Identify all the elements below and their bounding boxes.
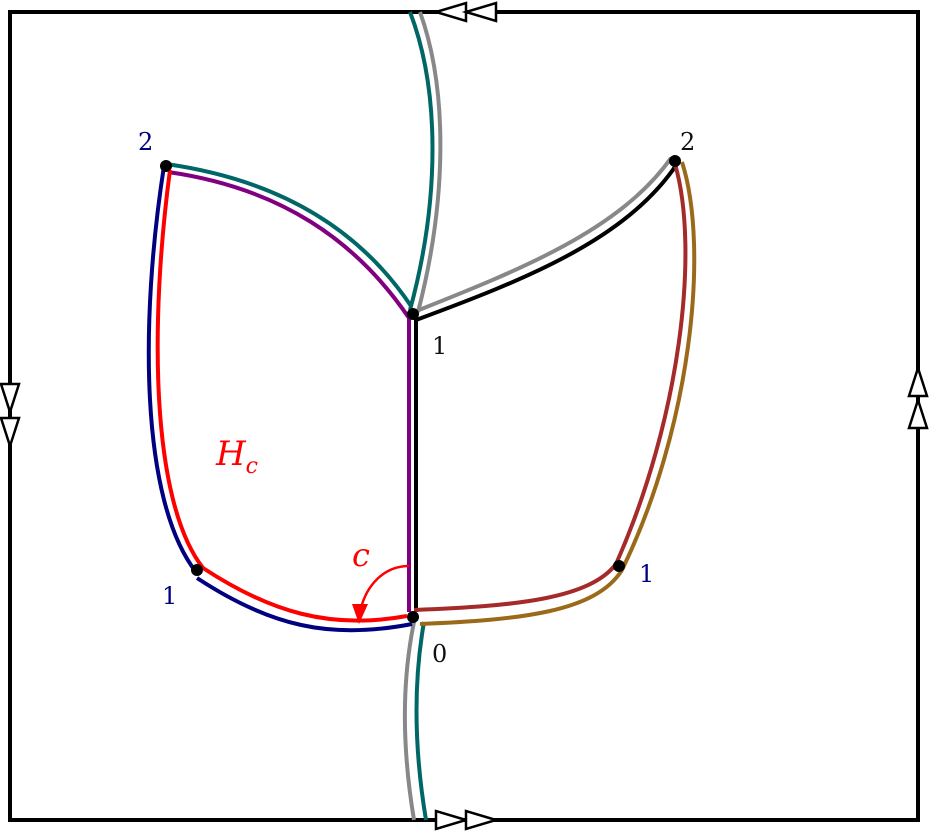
label-right-bottom-vertex: 1 (639, 560, 654, 588)
right-side-edge-gold (620, 161, 697, 571)
label-left-bottom-vertex: 1 (162, 582, 177, 610)
right-bottom-edge-brown (413, 562, 618, 612)
vertex-right-bottom (613, 560, 625, 572)
vertex-center-top (407, 308, 419, 320)
vertex-right-top (669, 155, 681, 167)
vertex-left-top (160, 160, 172, 172)
right-top-edge-black (415, 162, 679, 322)
left-top-edge-purple (167, 170, 411, 320)
region-label-subscript: c (246, 454, 258, 479)
label-right-top-vertex: 2 (680, 128, 695, 156)
region-label: Hc (215, 434, 258, 479)
left-side-edge-red (155, 169, 205, 570)
right-top-edge-gray (413, 156, 673, 314)
region-label-main: H (215, 434, 247, 474)
upper-stem-gray (416, 11, 443, 313)
label-center-top-vertex: 1 (432, 332, 447, 360)
right-bottom-edge-gold (419, 568, 624, 626)
left-side-edge-navy (146, 165, 198, 574)
bottom-edge-arrows (434, 809, 501, 831)
left-bottom-edge-navy (195, 576, 413, 633)
left-top-edge-teal (165, 162, 413, 308)
right-side-edge-brown (614, 163, 688, 565)
lower-stem-gray (402, 621, 416, 821)
curve-c-arrowhead (352, 604, 368, 624)
top-edge-arrows (431, 1, 498, 23)
upper-stem-teal (408, 11, 435, 311)
lower-stem-teal (414, 621, 428, 821)
left-edge-arrows (0, 382, 21, 451)
vertex-left-bottom (191, 564, 203, 576)
right-edge-arrows (907, 363, 929, 430)
vertex-center-bottom (407, 611, 419, 623)
label-center-bottom-vertex: 0 (432, 640, 447, 668)
left-bottom-edge-red (201, 566, 408, 623)
curve-label: c (352, 536, 370, 574)
label-left-top-vertex: 2 (138, 128, 153, 156)
